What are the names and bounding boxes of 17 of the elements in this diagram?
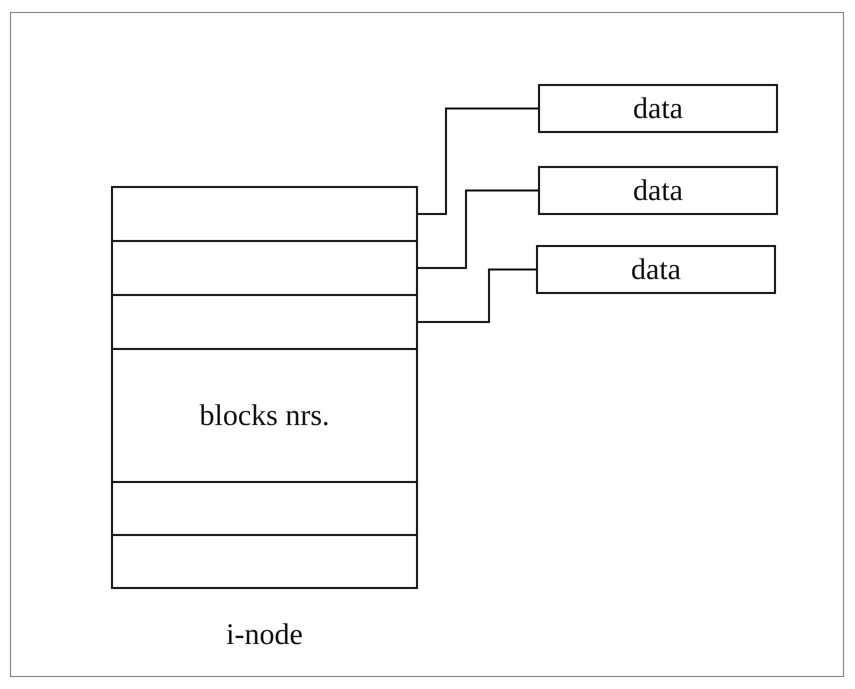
box-label: data: [633, 174, 683, 208]
table-row: [111, 481, 418, 536]
data-block-box: [538, 166, 778, 215]
data-block-box: [538, 84, 778, 133]
inode-label: i-node: [225, 618, 304, 652]
box-label: blocks nrs.: [200, 398, 330, 432]
table-row: [111, 348, 418, 483]
table-row: [111, 186, 418, 242]
data-block-box: [536, 245, 776, 294]
connector-line: [418, 268, 536, 323]
table-row: [111, 534, 418, 589]
table-row: [111, 240, 418, 296]
box-label: data: [631, 252, 681, 286]
table-row: [111, 294, 418, 350]
box-label: data: [633, 92, 683, 126]
connector-line: [418, 190, 538, 269]
connector-line: [418, 108, 538, 215]
